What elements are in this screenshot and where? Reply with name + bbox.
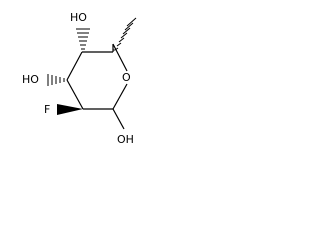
hashed-bond-c4-oh [76, 28, 90, 50]
atom-oh-bottom: OH [117, 133, 134, 146]
bond-c3-c4 [66, 51, 83, 81]
bond-o-c1 [112, 83, 128, 110]
atom-oh-left: HO [22, 73, 39, 86]
atom-fluorine: F [44, 103, 50, 116]
hashed-bond-c3-oh [47, 74, 65, 86]
atom-oh-top: HO [70, 11, 87, 24]
hashed-bond-c5-methyl [113, 17, 137, 51]
bond-c5-o [112, 43, 128, 72]
wedge-bond-c2-f [57, 104, 83, 115]
bond-c1-oh [112, 108, 125, 130]
bond-c2-c3 [66, 79, 84, 110]
structure-diagram: HO HO O F OH [22, 11, 137, 146]
atom-ring-oxygen: O [122, 71, 131, 84]
